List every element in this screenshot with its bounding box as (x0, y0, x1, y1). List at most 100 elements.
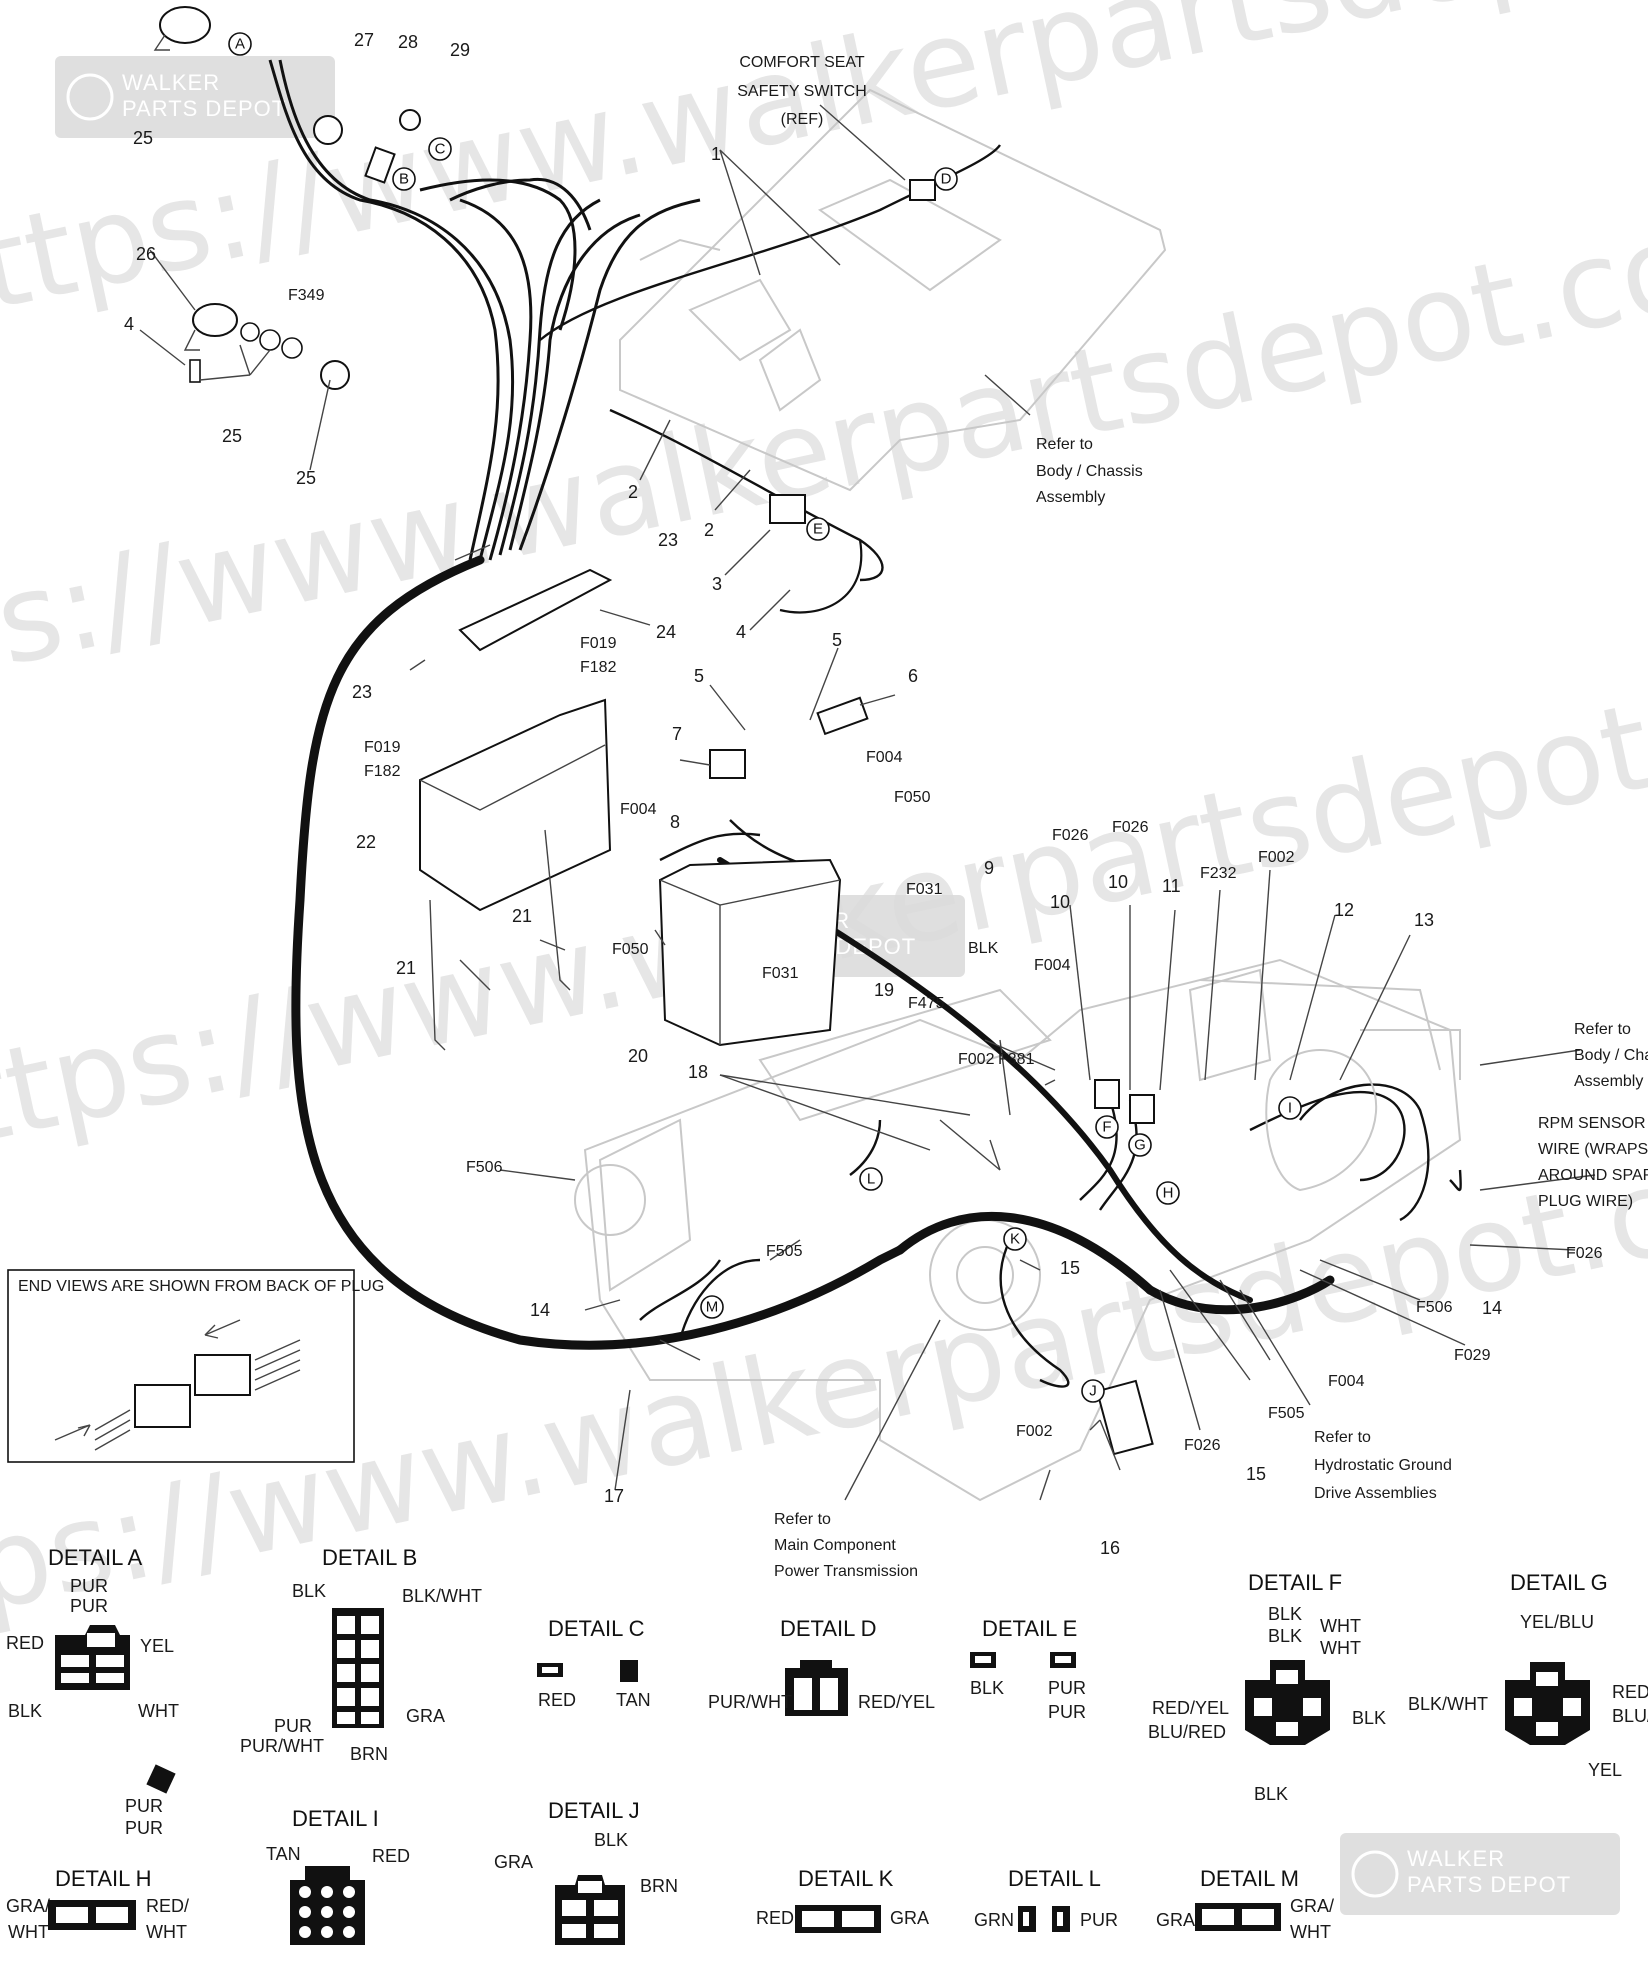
svg-text:I: I (1288, 1100, 1292, 1117)
svg-text:GRA/: GRA/ (1290, 1896, 1334, 1916)
part-number: 2 (628, 482, 638, 502)
part-number: 25 (133, 128, 153, 148)
key-switch (153, 6, 211, 51)
callout-circles: A B C D E F G H I J K L M (228, 32, 1302, 1403)
part-number: 22 (356, 832, 376, 852)
refer-label: Hydrostatic Ground (1314, 1457, 1452, 1474)
detail-h: DETAIL H GRA/ WHT RED/ WHT (6, 1866, 189, 1942)
hardware-code: F505 (766, 1243, 803, 1260)
part-number: 20 (628, 1046, 648, 1066)
detail-e: DETAIL E BLK PUR PUR (970, 1616, 1086, 1722)
part-number: 27 (354, 30, 374, 50)
svg-text:D: D (941, 171, 952, 188)
logo-text: PARTS DEPOT (1407, 1872, 1571, 1897)
svg-text:RED: RED (372, 1846, 410, 1866)
svg-text:GRN: GRN (974, 1910, 1014, 1930)
hardware-code: F026 (1566, 1245, 1603, 1262)
part-number: 7 (672, 724, 682, 744)
svg-text:WHT: WHT (1290, 1922, 1331, 1942)
svg-text:WHT: WHT (138, 1701, 179, 1721)
hardware-code: F031 (906, 881, 943, 898)
refer-label: Refer to (1314, 1429, 1371, 1446)
svg-text:TAN: TAN (616, 1690, 651, 1710)
part-numbers: 25 27 28 29 1 26 4 25 25 2 2 23 3 24 4 2… (124, 30, 1502, 1558)
blk-wire-label: BLK (968, 940, 999, 957)
part-number: 10 (1108, 872, 1128, 892)
refer-label: Body / Chassis (1036, 463, 1143, 480)
svg-text:E: E (813, 521, 823, 538)
part-number: 18 (688, 1062, 708, 1082)
svg-text:BRN: BRN (350, 1744, 388, 1764)
hardware-code: F004 (1034, 957, 1071, 974)
refer-label: Power Transmission (774, 1563, 918, 1580)
rpm-sensor-label: AROUND SPARK (1538, 1167, 1648, 1184)
svg-text:BRN: BRN (640, 1876, 678, 1896)
detail-j: DETAIL J BLK GRA BRN (494, 1798, 678, 1945)
part-number: 21 (396, 958, 416, 978)
hardware-code: F019 (364, 739, 401, 756)
detail-m: DETAIL M GRA GRA/ WHT (1156, 1866, 1334, 1942)
svg-text:TAN: TAN (266, 1844, 301, 1864)
svg-text:BLU/RED: BLU/RED (1148, 1722, 1226, 1742)
battery-cover-24 (458, 568, 613, 652)
detail-title: DETAIL G (1510, 1570, 1608, 1595)
svg-text:BLK: BLK (1268, 1604, 1302, 1624)
svg-text:GRA: GRA (494, 1852, 533, 1872)
light-29 (399, 109, 421, 131)
hardware-code: F050 (894, 789, 931, 806)
part-number: 28 (398, 32, 418, 52)
relay-10 (1094, 1079, 1155, 1124)
callout-j: J (1081, 1379, 1105, 1403)
svg-text:M: M (706, 1299, 719, 1316)
refer-label: Refer to (1574, 1021, 1631, 1038)
engine-outline (1265, 1049, 1378, 1192)
callout-a: A (228, 32, 252, 56)
refer-label: Refer to (1036, 436, 1093, 453)
svg-text:WHT: WHT (146, 1922, 187, 1942)
svg-text:RED/: RED/ (146, 1896, 189, 1916)
callout-d: D (934, 167, 958, 191)
detail-title: DETAIL E (982, 1616, 1077, 1641)
svg-text:GRA: GRA (890, 1908, 929, 1928)
svg-text:G: G (1134, 1137, 1146, 1154)
svg-text:WHT: WHT (1320, 1638, 1361, 1658)
svg-text:PUR: PUR (70, 1596, 108, 1616)
part-number: 4 (736, 622, 746, 642)
main-frame-outline (574, 958, 1462, 1502)
svg-text:PUR: PUR (125, 1796, 163, 1816)
svg-text:PUR: PUR (1080, 1910, 1118, 1930)
end-view-caption: END VIEWS ARE SHOWN FROM BACK OF PLUG (18, 1278, 384, 1295)
svg-text:C: C (435, 141, 446, 158)
svg-text:WHT: WHT (8, 1922, 49, 1942)
svg-text:YEL/BLU: YEL/BLU (1520, 1612, 1594, 1632)
part-number: 29 (450, 40, 470, 60)
rpm-sensor-label: PLUG WIRE) (1538, 1193, 1633, 1210)
part-number: 16 (1100, 1538, 1120, 1558)
part-number: 24 (656, 622, 676, 642)
svg-text:BLK/WHT: BLK/WHT (1408, 1694, 1488, 1714)
detail-title: DETAIL A (48, 1545, 142, 1570)
hardware-code: F026 (1052, 827, 1089, 844)
part-number: 25 (296, 468, 316, 488)
seat-deck-outline (619, 88, 1167, 492)
svg-text:L: L (867, 1171, 875, 1188)
part-number: 15 (1060, 1258, 1080, 1278)
hardware-code: F026 (1184, 1437, 1221, 1454)
part-number: 17 (604, 1486, 624, 1506)
svg-text:PUR: PUR (1048, 1702, 1086, 1722)
harness-branch (1145, 1275, 1335, 1315)
detail-title: DETAIL F (1248, 1570, 1342, 1595)
part-number: 23 (352, 682, 372, 702)
refer-label: Assembly (1036, 489, 1105, 506)
svg-text:RED/YEL: RED/YEL (1152, 1698, 1229, 1718)
callout-k: K (1003, 1227, 1027, 1251)
svg-text:PUR: PUR (274, 1716, 312, 1736)
svg-text:F: F (1102, 1119, 1111, 1136)
detail-title: DETAIL I (292, 1806, 379, 1831)
callout-f: F (1095, 1115, 1119, 1139)
svg-text:RED: RED (756, 1908, 794, 1928)
detail-g: DETAIL G YEL/BLU BLK/WHT RED/ BLU/ YEL (1408, 1570, 1648, 1780)
svg-text:BLK: BLK (970, 1678, 1004, 1698)
refer-label: Body / Chas (1574, 1047, 1648, 1064)
